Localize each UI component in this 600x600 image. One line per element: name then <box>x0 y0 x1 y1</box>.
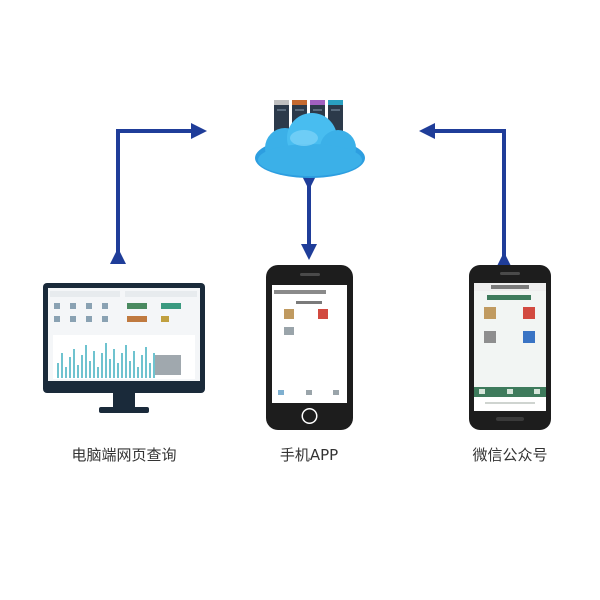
smartphone-icon <box>266 265 353 430</box>
cloud-server-group <box>255 100 365 178</box>
arrow-cloud-wechat <box>419 123 512 268</box>
caption-pc: 电脑端网页查询 <box>71 446 177 464</box>
caption-wechat: 微信公众号 <box>472 446 548 464</box>
caption-app: 手机APP <box>279 446 339 464</box>
arrow-cloud-pc <box>110 123 207 264</box>
desktop-monitor-icon <box>43 283 205 413</box>
chart-bars <box>57 343 155 378</box>
smartphone-icon <box>469 265 551 430</box>
cloud-icon <box>255 113 365 178</box>
